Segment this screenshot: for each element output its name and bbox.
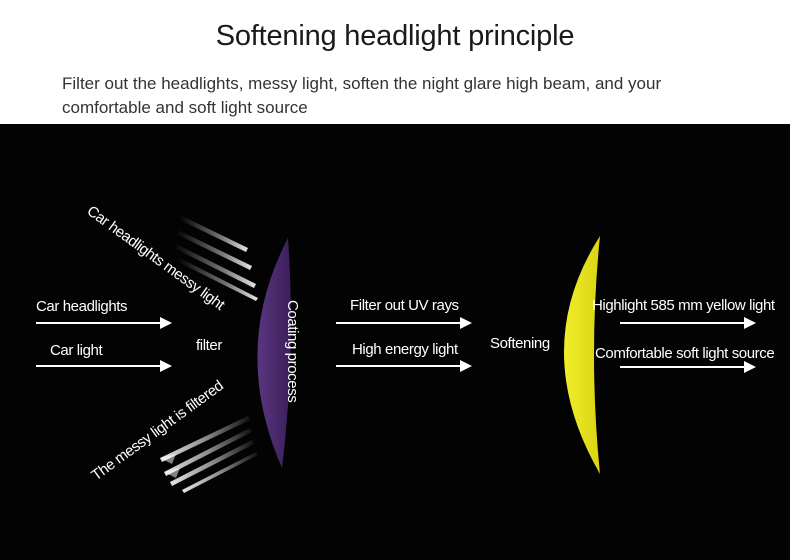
arrow-uv-rays: [336, 317, 472, 329]
label-yellow-light: Highlight 585 mm yellow light: [592, 297, 776, 314]
arrow-car-light: [36, 360, 172, 372]
label-soft-source: Comfortable soft light source: [595, 345, 774, 362]
messy-ray: [174, 244, 256, 288]
header: Softening headlight principle Filter out…: [0, 0, 790, 124]
diagram-panel: Car headlights messy light Car headlight…: [0, 124, 790, 560]
label-coating: Coating process: [284, 300, 301, 402]
label-car-light: Car light: [50, 342, 103, 359]
messy-ray: [176, 230, 252, 270]
page-title: Softening headlight principle: [215, 20, 575, 52]
arrow-high-energy: [336, 360, 472, 372]
filtered-ray: [164, 428, 252, 476]
filtered-ray: [182, 452, 258, 493]
softening-lens: [564, 236, 600, 474]
arrow-soft-source: [620, 361, 756, 373]
messy-rays-upper: [174, 216, 258, 301]
principle-diagram: Car headlights messy light Car headlight…: [36, 202, 776, 493]
filtered-ray: [170, 440, 254, 486]
page-subtitle: Filter out the headlights, messy light, …: [62, 74, 662, 117]
messy-rays-lower: [160, 416, 258, 493]
messy-ray: [178, 258, 258, 301]
label-softening: Softening: [490, 335, 550, 352]
ray-tip: [160, 454, 176, 464]
arrow-yellow-light: [620, 317, 756, 329]
messy-ray: [180, 216, 248, 252]
label-high-energy: High energy light: [352, 341, 459, 358]
label-uv-rays: Filter out UV rays: [350, 297, 459, 314]
coating-lens: [257, 238, 291, 468]
label-filter: filter: [196, 337, 222, 354]
filtered-ray: [160, 416, 250, 462]
arrow-car-headlights: [36, 317, 172, 329]
label-car-headlights: Car headlights: [36, 298, 127, 315]
ray-tip: [164, 468, 180, 478]
